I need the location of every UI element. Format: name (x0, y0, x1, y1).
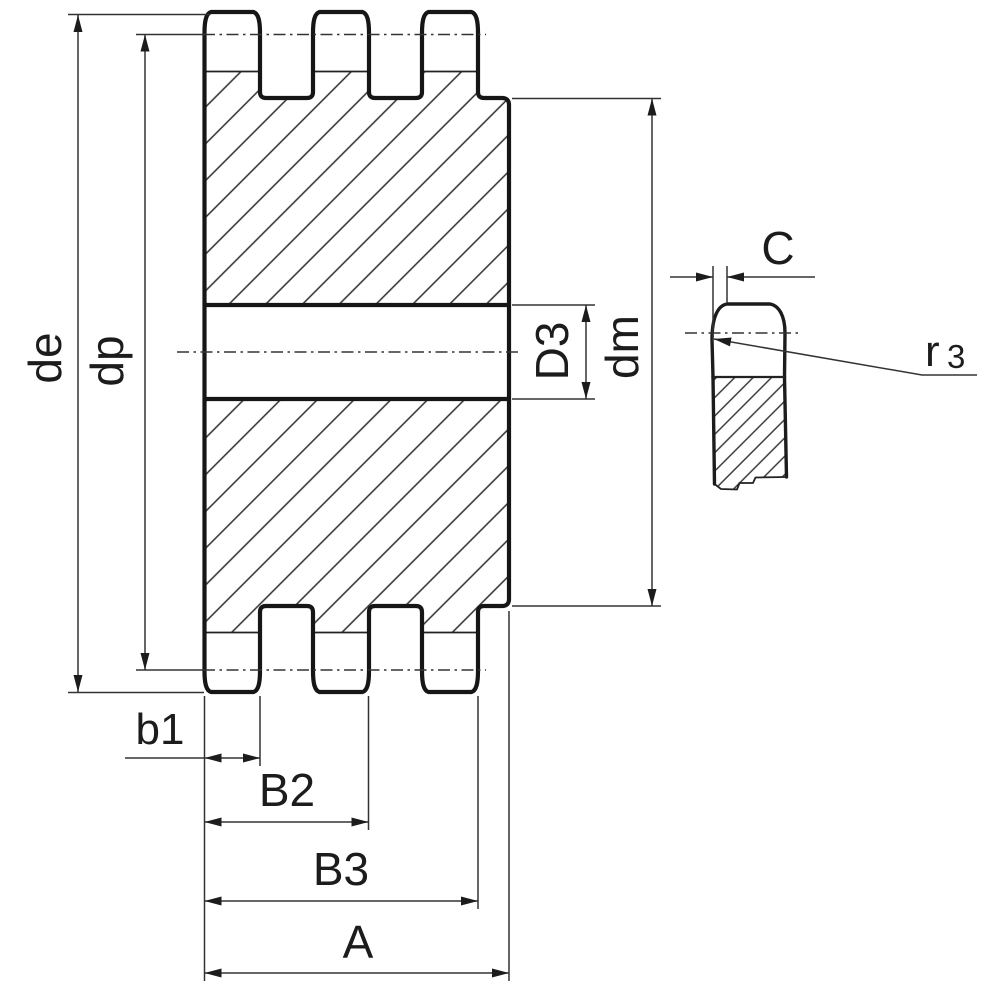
dm-label: dm (596, 315, 648, 379)
profile-right-edge (782, 375, 789, 479)
a-arrow-left (204, 968, 222, 978)
b1-arrow-right (243, 753, 260, 763)
d3-dimension: D3 (512, 304, 595, 400)
b1-label: b1 (136, 705, 185, 754)
hatch-upper-body (204, 71, 509, 305)
dm-dimension: dm (512, 97, 661, 607)
dp-arrow-bottom (140, 653, 150, 670)
b2-label: B2 (259, 764, 315, 816)
b1-arrow-left (204, 753, 222, 763)
hatch-lower-body (204, 399, 509, 633)
dm-arrow-bottom (647, 589, 657, 606)
dp-arrow-top (140, 34, 150, 52)
dp-label: dp (81, 335, 133, 386)
de-dimension: de (19, 13, 210, 694)
a-arrow-right (492, 968, 509, 978)
c-label: C (761, 222, 794, 274)
a-label: A (343, 916, 374, 968)
b3-arrow-right (461, 896, 478, 906)
dm-arrow-top (647, 98, 657, 116)
d3-arrow-top (581, 305, 591, 322)
r3-leader-line (713, 338, 977, 376)
c-arrow-left (696, 272, 713, 282)
de-arrow-bottom (73, 675, 83, 692)
r3-label-subscript: 3 (947, 338, 965, 375)
b3-dimension: B3 (204, 843, 478, 906)
r3-label: r (925, 327, 940, 376)
profile-left-edge (711, 375, 717, 486)
b1-dimension: b1 (125, 705, 260, 763)
hatch-profile-body (713, 377, 787, 490)
main-section-view (177, 9, 521, 695)
dp-dimension: dp (81, 33, 203, 671)
c-arrow-right (727, 272, 744, 282)
a-dimension: A (204, 916, 509, 978)
tooth-profile-view (685, 302, 802, 491)
profile-break-line (713, 476, 787, 491)
sprocket-silhouette (202, 9, 512, 695)
b3-arrow-left (204, 896, 222, 906)
dimensions: de dp D3 dm (19, 13, 977, 981)
de-arrow-top (73, 15, 83, 32)
d3-label: D3 (526, 322, 578, 381)
de-label: de (19, 332, 71, 383)
r3-arrow (714, 337, 732, 347)
b2-arrow-right (351, 817, 369, 827)
r3-leader: r 3 (713, 327, 977, 376)
d3-arrow-bottom (581, 382, 591, 399)
b3-label: B3 (313, 843, 369, 895)
b2-dimension: B2 (204, 764, 369, 827)
c-dimension: C (670, 222, 815, 342)
b2-arrow-left (204, 817, 222, 827)
